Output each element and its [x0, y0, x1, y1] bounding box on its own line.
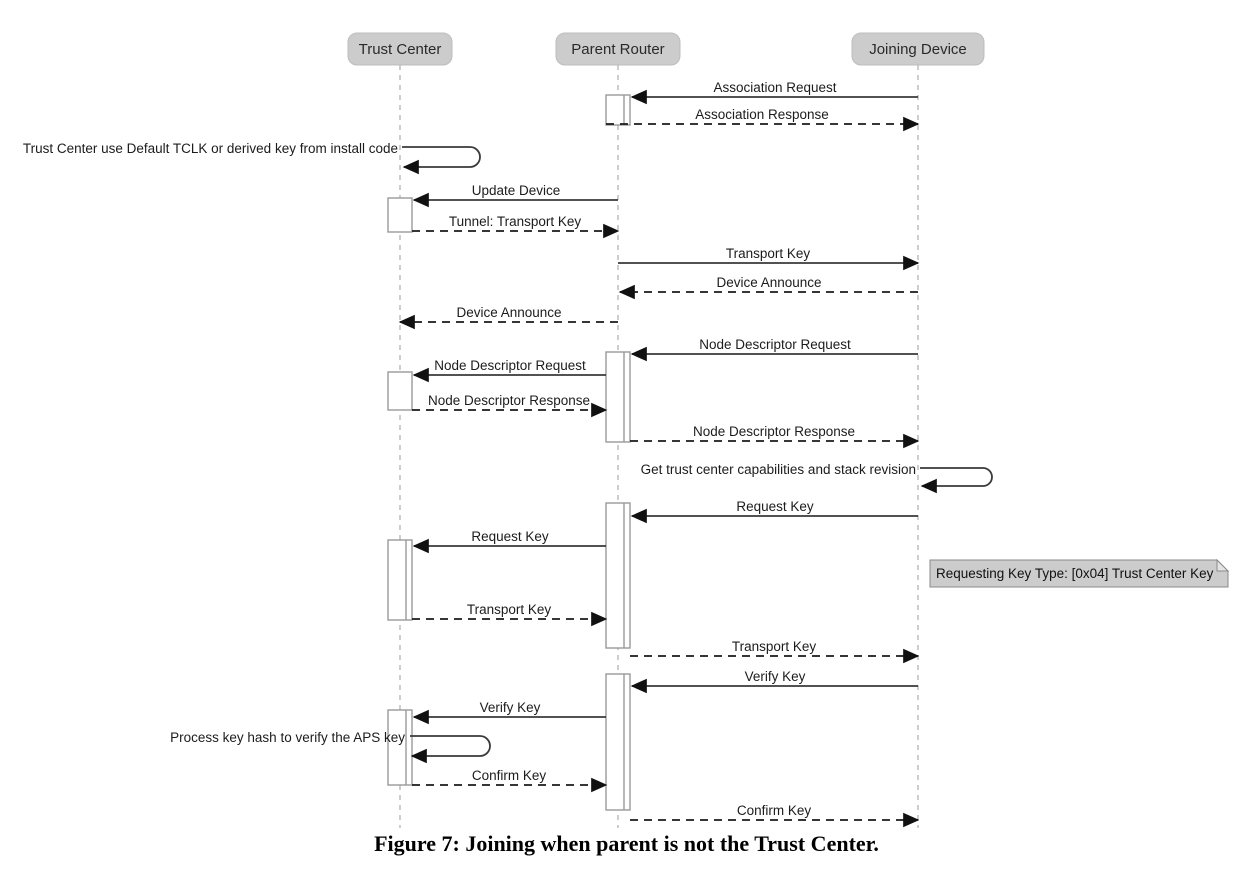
- self-message-arrow: [402, 146, 481, 175]
- message-confirm-key-1: Confirm Key: [412, 768, 608, 793]
- message-node-desc-req-1: Node Descriptor Request: [630, 337, 918, 362]
- message-label: Confirm Key: [472, 768, 547, 783]
- message-label: Confirm Key: [737, 803, 812, 818]
- message-transport-key-to-device: Transport Key: [618, 246, 920, 271]
- message-transport-key-2: Transport Key: [412, 602, 608, 627]
- message-label: Tunnel: Transport Key: [449, 214, 582, 229]
- note-requesting-key-type: Requesting Key Type: [0x04] Trust Center…: [929, 558, 1230, 588]
- activation-box-trust-center: [387, 197, 413, 233]
- self-message-jd-get-tc-capabilities: Get trust center capabilities and stack …: [641, 462, 993, 494]
- message-device-announce-2: Device Announce: [398, 305, 618, 330]
- note-fold-corner-icon: [1216, 558, 1230, 572]
- message-request-key-2: Request Key: [412, 529, 606, 554]
- actor-box[interactable]: [347, 32, 453, 66]
- self-messages-layer: Trust Center use Default TCLK or derived…: [23, 141, 993, 764]
- message-request-key-1: Request Key: [630, 499, 918, 524]
- message-label: Node Descriptor Request: [699, 337, 851, 352]
- self-message-label: Get trust center capabilities and stack …: [641, 462, 916, 477]
- message-label: Node Descriptor Response: [428, 393, 590, 408]
- self-message-arrow: [920, 467, 993, 494]
- activation-box-trust-center: [387, 539, 413, 621]
- notes-layer: Requesting Key Type: [0x04] Trust Center…: [929, 558, 1230, 588]
- message-label: Node Descriptor Request: [434, 358, 586, 373]
- activation-box-trust-center: [387, 709, 413, 786]
- activation-box-parent-router: [605, 673, 631, 811]
- message-label: Device Announce: [716, 275, 821, 290]
- message-association-request: Association Request: [630, 80, 918, 105]
- activation-box-trust-center: [387, 371, 413, 411]
- message-label: Association Request: [713, 80, 836, 95]
- message-label: Node Descriptor Response: [693, 424, 855, 439]
- message-transport-key-3: Transport Key: [630, 639, 920, 664]
- message-label: Request Key: [736, 499, 814, 514]
- actor-label: Trust Center: [359, 41, 442, 58]
- message-tunnel-transport-key: Tunnel: Transport Key: [412, 214, 620, 239]
- self-message-label: Process key hash to verify the APS key: [170, 730, 405, 745]
- message-label: Request Key: [471, 529, 549, 544]
- activation-boxes-layer: [387, 94, 631, 811]
- message-update-device: Update Device: [412, 183, 618, 208]
- actor-header-parent-router[interactable]: Parent Router: [555, 32, 681, 66]
- note-body: [929, 559, 1229, 588]
- message-label: Device Announce: [456, 305, 561, 320]
- self-message-arrow: [410, 735, 491, 764]
- note-text: Requesting Key Type: [0x04] Trust Center…: [936, 566, 1214, 581]
- message-label: Update Device: [472, 183, 561, 198]
- message-node-desc-resp-1: Node Descriptor Response: [412, 393, 608, 418]
- figure-caption: Figure 7: Joining when parent is not the…: [374, 831, 879, 856]
- message-verify-key-1: Verify Key: [630, 669, 918, 694]
- actor-headers-layer: Trust Center Parent Router Joining Device: [347, 32, 985, 66]
- message-node-desc-resp-2: Node Descriptor Response: [630, 424, 920, 449]
- activation-box-parent-router: [605, 351, 631, 443]
- message-label: Transport Key: [732, 639, 817, 654]
- message-node-desc-req-2: Node Descriptor Request: [412, 358, 606, 383]
- actor-label: Joining Device: [869, 41, 967, 58]
- self-message-label: Trust Center use Default TCLK or derived…: [23, 141, 398, 156]
- actor-box[interactable]: [555, 32, 681, 66]
- actor-header-joining-device[interactable]: Joining Device: [851, 32, 985, 66]
- self-message-tc-process-key-hash: Process key hash to verify the APS key: [170, 730, 491, 764]
- actor-label: Parent Router: [571, 41, 664, 58]
- message-label: Transport Key: [467, 602, 552, 617]
- message-label: Association Response: [695, 107, 829, 122]
- message-verify-key-2: Verify Key: [412, 700, 606, 725]
- message-association-response: Association Response: [606, 107, 920, 132]
- self-message-tc-default-tclk: Trust Center use Default TCLK or derived…: [23, 141, 481, 175]
- message-label: Verify Key: [745, 669, 806, 684]
- message-label: Verify Key: [480, 700, 541, 715]
- message-label: Transport Key: [726, 246, 811, 261]
- lifelines-layer: [399, 65, 919, 828]
- actor-header-trust-center[interactable]: Trust Center: [347, 32, 453, 66]
- activation-box-parent-router: [605, 502, 631, 649]
- actor-box[interactable]: [851, 32, 985, 66]
- activation-box-parent-router: [605, 94, 631, 126]
- message-confirm-key-2: Confirm Key: [630, 803, 920, 828]
- message-device-announce-1: Device Announce: [618, 275, 918, 300]
